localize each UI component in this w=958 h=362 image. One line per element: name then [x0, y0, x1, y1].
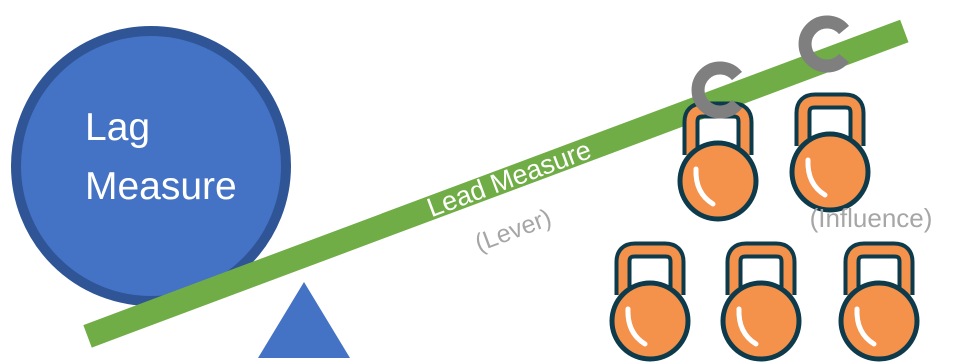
kettlebell-icon [723, 250, 799, 359]
kettlebell-icon [680, 110, 756, 219]
kettlebell-icon [792, 101, 868, 210]
fulcrum-triangle [258, 282, 350, 358]
kettlebell-icon [612, 250, 688, 359]
kettlebell-icon [841, 250, 917, 359]
lever-label: Lead Measure [423, 134, 595, 223]
lever-sublabel: (Lever) [471, 204, 555, 258]
lag-label-line2: Measure [85, 165, 237, 208]
lag-label-line1: Lag [85, 106, 150, 149]
influence-label: (Influence) [810, 203, 933, 233]
